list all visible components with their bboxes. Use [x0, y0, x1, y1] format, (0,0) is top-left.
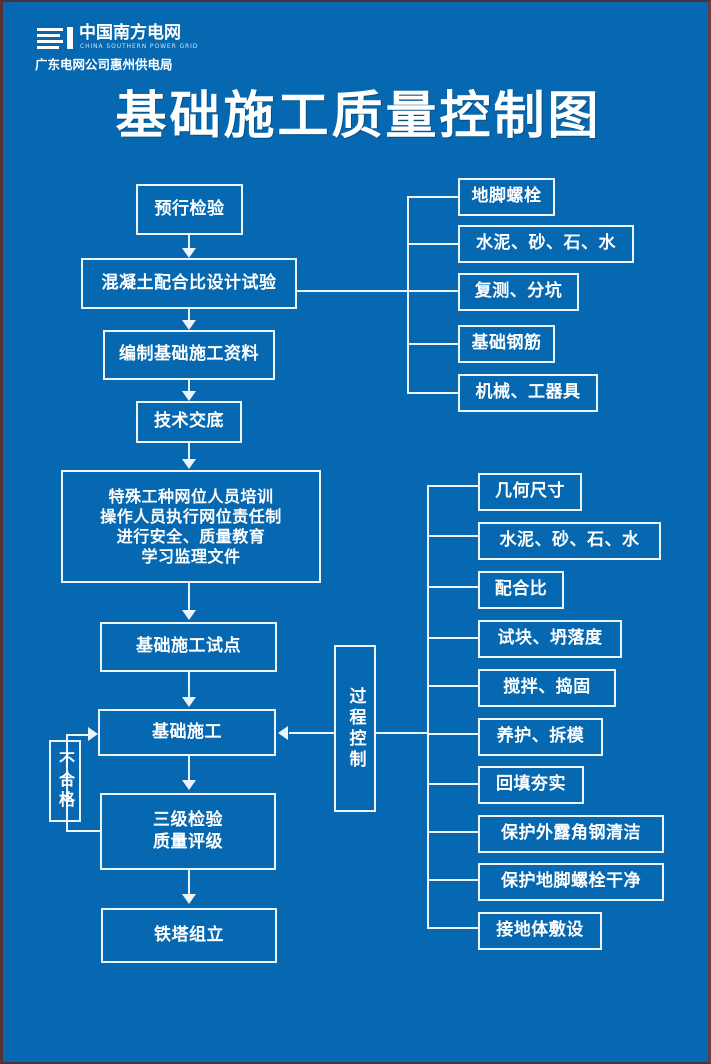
connector-control-to-foundation [289, 732, 334, 734]
control-stub-9 [427, 879, 478, 881]
page-title: 基础施工质量控制图 [115, 86, 602, 146]
prep-stub-1 [407, 196, 458, 198]
flow-box-foundation-work: 基础施工 [98, 709, 276, 756]
control-stub-5 [427, 685, 478, 687]
prep-box-rebar: 基础钢筋 [458, 325, 555, 363]
control-stub-2 [427, 535, 478, 537]
reject-loop-bottom-line [66, 830, 102, 832]
control-box-protect-angle: 保护外露角钢清洁 [478, 815, 664, 853]
connector-inspection-to-tower [188, 870, 190, 896]
prep-box-resurvey-pit: 复测、分坑 [458, 273, 579, 311]
arrow-pre-to-mix [182, 248, 196, 258]
logo-bureau-name: 广东电网公司惠州供电局 [35, 57, 173, 72]
arrow-training-to-pilot [182, 610, 196, 620]
control-box-grounding: 接地体敷设 [478, 912, 602, 950]
training-line-4: 学习监理文件 [141, 546, 241, 566]
flow-box-tech-briefing: 技术交底 [136, 401, 242, 443]
control-stub-3 [427, 586, 478, 588]
prep-branch-trunk [407, 196, 409, 393]
arrow-mix-to-compile [182, 320, 196, 330]
connector-pilot-to-foundation [188, 672, 190, 699]
arrow-inspection-to-tower [182, 894, 196, 904]
control-box-geometry: 几何尺寸 [478, 473, 582, 511]
control-stub-7 [427, 783, 478, 785]
flow-box-inspection-grade: 三级检验 质量评级 [100, 793, 276, 870]
power-grid-logo-icon [37, 27, 73, 49]
company-logo: 中国南方电网 CHINA SOUTHERN POWER GRID 广东电网公司惠… [33, 23, 213, 73]
prep-stub-2 [407, 243, 458, 245]
control-stub-10 [427, 927, 478, 929]
flow-box-compile-data: 编制基础施工资料 [103, 330, 275, 380]
control-box-specimen-slump: 试块、坍落度 [478, 620, 622, 658]
connector-foundation-to-inspection [188, 756, 190, 782]
connector-compile-to-brief [188, 380, 190, 394]
connector-mix-to-prep-trunk [297, 290, 409, 292]
prep-box-machinery: 机械、工器具 [458, 374, 598, 412]
prep-box-materials: 水泥、砂、石、水 [458, 225, 634, 263]
logo-company-name-en: CHINA SOUTHERN POWER GRID [80, 43, 199, 50]
inspection-line-2: 质量评级 [153, 831, 223, 852]
reject-loop-left-line [66, 734, 68, 830]
connector-training-to-pilot [188, 583, 190, 612]
flow-box-pilot: 基础施工试点 [100, 622, 277, 672]
control-stub-6 [427, 733, 478, 735]
connector-brief-to-training [188, 443, 190, 461]
prep-stub-3 [407, 290, 458, 292]
control-box-cure-demold: 养护、拆模 [478, 718, 603, 756]
arrow-control-to-foundation [278, 726, 288, 740]
training-line-2: 操作人员执行网位责任制 [100, 506, 282, 526]
control-branch-trunk [427, 485, 429, 927]
reject-loop-top-line [66, 734, 90, 736]
flow-box-mix-design-test: 混凝土配合比设计试验 [81, 258, 297, 309]
arrow-brief-to-training [182, 459, 196, 469]
flow-box-tower-erection: 铁塔组立 [101, 908, 277, 963]
logo-company-name-cn: 中国南方电网 [79, 23, 181, 43]
arrow-compile-to-brief [182, 391, 196, 401]
prep-box-anchor-bolt: 地脚螺栓 [458, 178, 555, 216]
training-line-1: 特殊工种网位人员培训 [108, 486, 274, 506]
control-box-materials2: 水泥、砂、石、水 [478, 522, 661, 560]
training-line-3: 进行安全、质量教育 [116, 526, 266, 546]
control-stub-1 [427, 485, 478, 487]
inspection-line-1: 三级检验 [153, 810, 223, 831]
arrow-reject-to-foundation [88, 727, 98, 741]
prep-stub-5 [407, 392, 458, 394]
control-box-mix-tamp: 搅拌、捣固 [478, 669, 616, 707]
connector-control-to-trunk [376, 732, 428, 734]
process-control-box: 过程控制 [334, 645, 376, 812]
control-box-mix-ratio: 配合比 [478, 571, 564, 609]
connector-pre-to-mix [188, 235, 190, 251]
arrow-pilot-to-foundation [182, 697, 196, 707]
flow-box-pre-inspection: 预行检验 [136, 184, 243, 235]
prep-stub-4 [407, 343, 458, 345]
control-box-backfill: 回填夯实 [478, 766, 584, 804]
arrow-foundation-to-inspection [182, 780, 196, 790]
reject-label-box: 不合格 [49, 740, 81, 822]
connector-mix-to-compile [188, 309, 190, 323]
control-box-protect-bolt: 保护地脚螺栓干净 [478, 863, 664, 901]
control-stub-4 [427, 637, 478, 639]
control-stub-8 [427, 831, 478, 833]
flow-box-training: 特殊工种网位人员培训 操作人员执行网位责任制 进行安全、质量教育 学习监理文件 [61, 470, 321, 583]
